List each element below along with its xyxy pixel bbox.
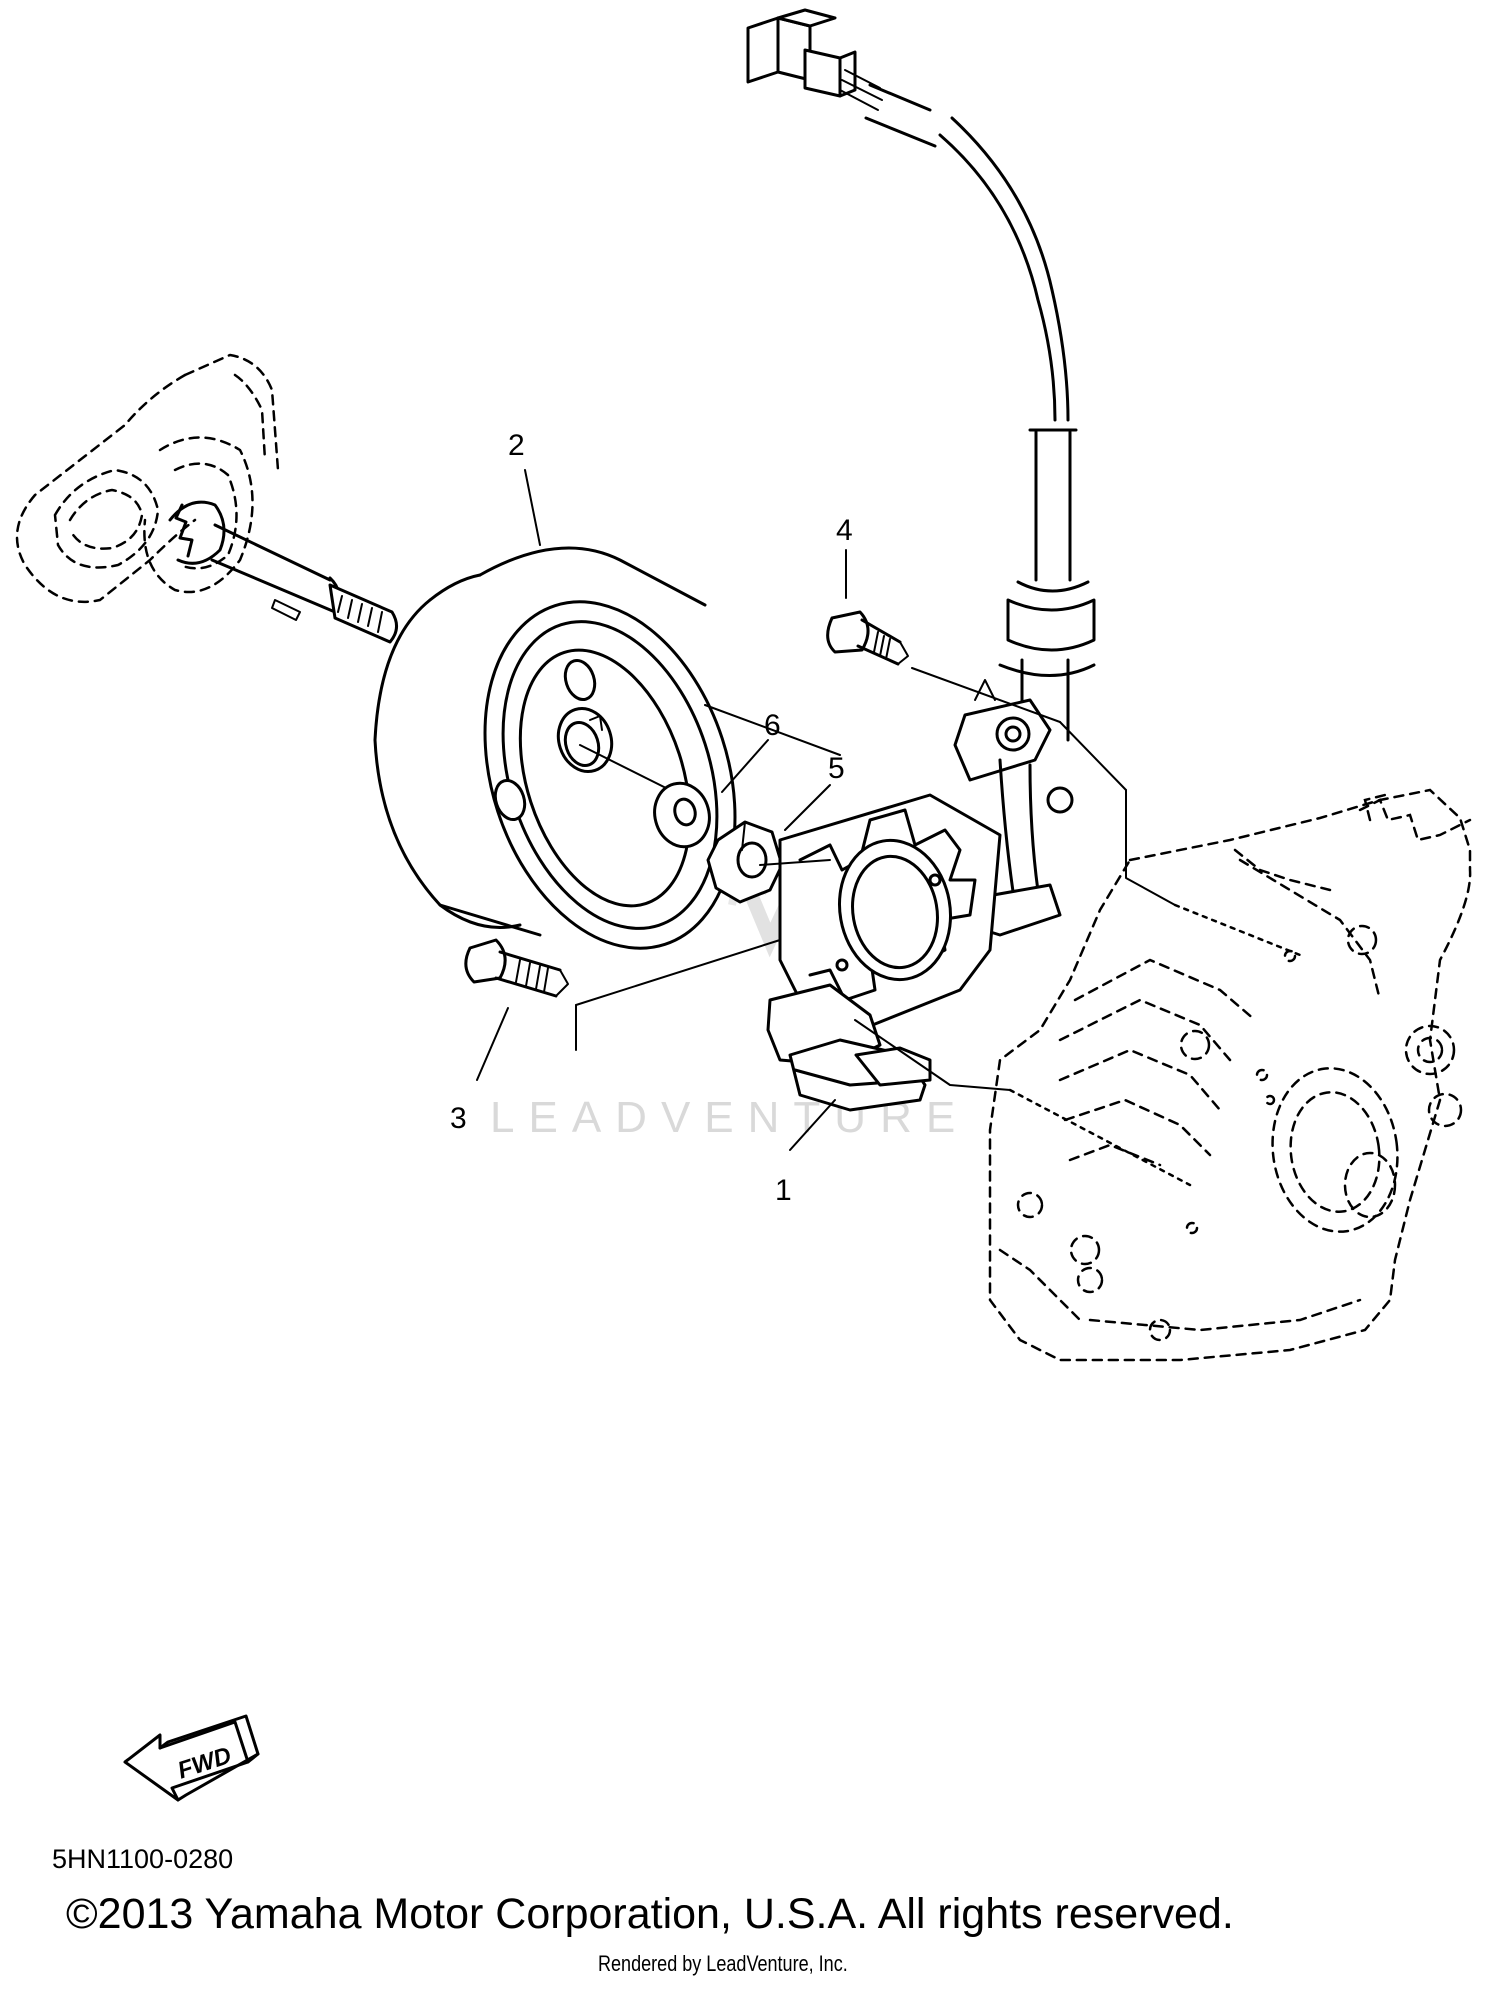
callout-leader-5 <box>784 784 831 831</box>
bolt-4 <box>826 610 909 666</box>
fwd-arrow-icon: FWD <box>123 1714 260 1802</box>
callout-1: 1 <box>775 1174 792 1207</box>
crankshaft <box>15 353 398 644</box>
callouts: 2 4 6 5 3 1 <box>450 429 853 1207</box>
callout-leader-2 <box>524 469 541 546</box>
washer <box>653 781 711 849</box>
callout-6: 6 <box>764 709 781 742</box>
callout-4: 4 <box>836 514 853 547</box>
callout-2: 2 <box>508 429 525 462</box>
bolt-3 <box>464 938 569 998</box>
callout-5: 5 <box>828 752 845 785</box>
copyright-notice: ©2013 Yamaha Motor Corporation, U.S.A. A… <box>66 1890 1234 1938</box>
flywheel-rotor <box>373 546 737 950</box>
callout-leader-6 <box>721 739 769 793</box>
rendered-by-notice: Rendered by LeadVenture, Inc. <box>598 1951 848 1976</box>
callout-leader-3 <box>476 1007 509 1081</box>
wire-harness-connector <box>746 8 1096 762</box>
nut <box>706 820 784 904</box>
stator-assembly <box>766 793 1002 1112</box>
crankcase <box>988 788 1472 1362</box>
assembly-lines <box>575 667 1302 1187</box>
diagram-code: 5HN1100-0280 <box>52 1844 234 1874</box>
callout-3: 3 <box>450 1102 467 1135</box>
callout-leader-1 <box>789 1099 836 1151</box>
